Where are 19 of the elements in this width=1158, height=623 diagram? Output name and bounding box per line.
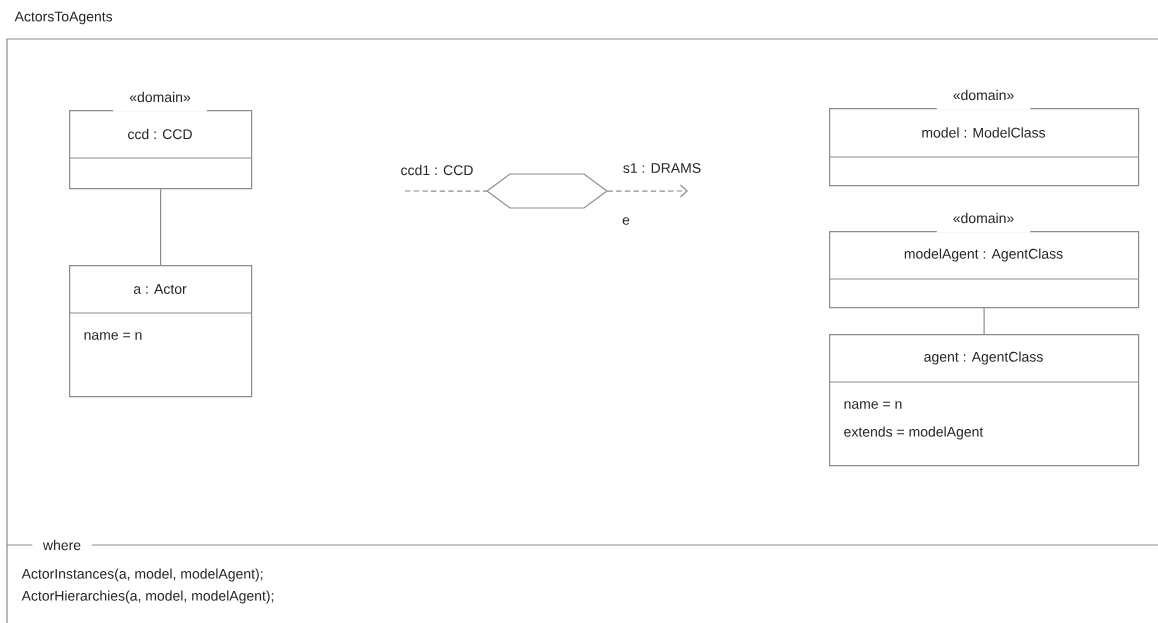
node-label: «domain»: [953, 212, 1014, 224]
constraint-text: e: [622, 217, 630, 225]
connector-line: [160, 188, 162, 266]
dashed-arrow: [606, 184, 688, 198]
section-label: where: [32, 538, 92, 552]
connector-line: [983, 307, 985, 335]
node-label: «domain»: [953, 89, 1014, 101]
dashed-line: [404, 190, 488, 192]
constraint-text: ActorHierarchies(a, model, modelAgent);: [21, 590, 274, 604]
class-box: «domain» modelAgent : AgentClass: [828, 203, 1140, 309]
class-box: «domain» ccd : CCD: [68, 82, 253, 190]
constraint-text: ActorInstances(a, model, modelAgent);: [21, 568, 263, 582]
edge-label: s1 : DRAMS: [623, 163, 701, 173]
hexagon-symbol: [486, 173, 608, 209]
class-box: «domain» model : ModelClass: [828, 80, 1140, 187]
edge-label: ccd1 : CCD: [401, 164, 473, 176]
node-label: «domain»: [129, 91, 191, 103]
class-box: agent : AgentClass name = n extends = modelAgent: [828, 334, 1140, 467]
class-box: a : Actor name = n: [68, 265, 253, 398]
